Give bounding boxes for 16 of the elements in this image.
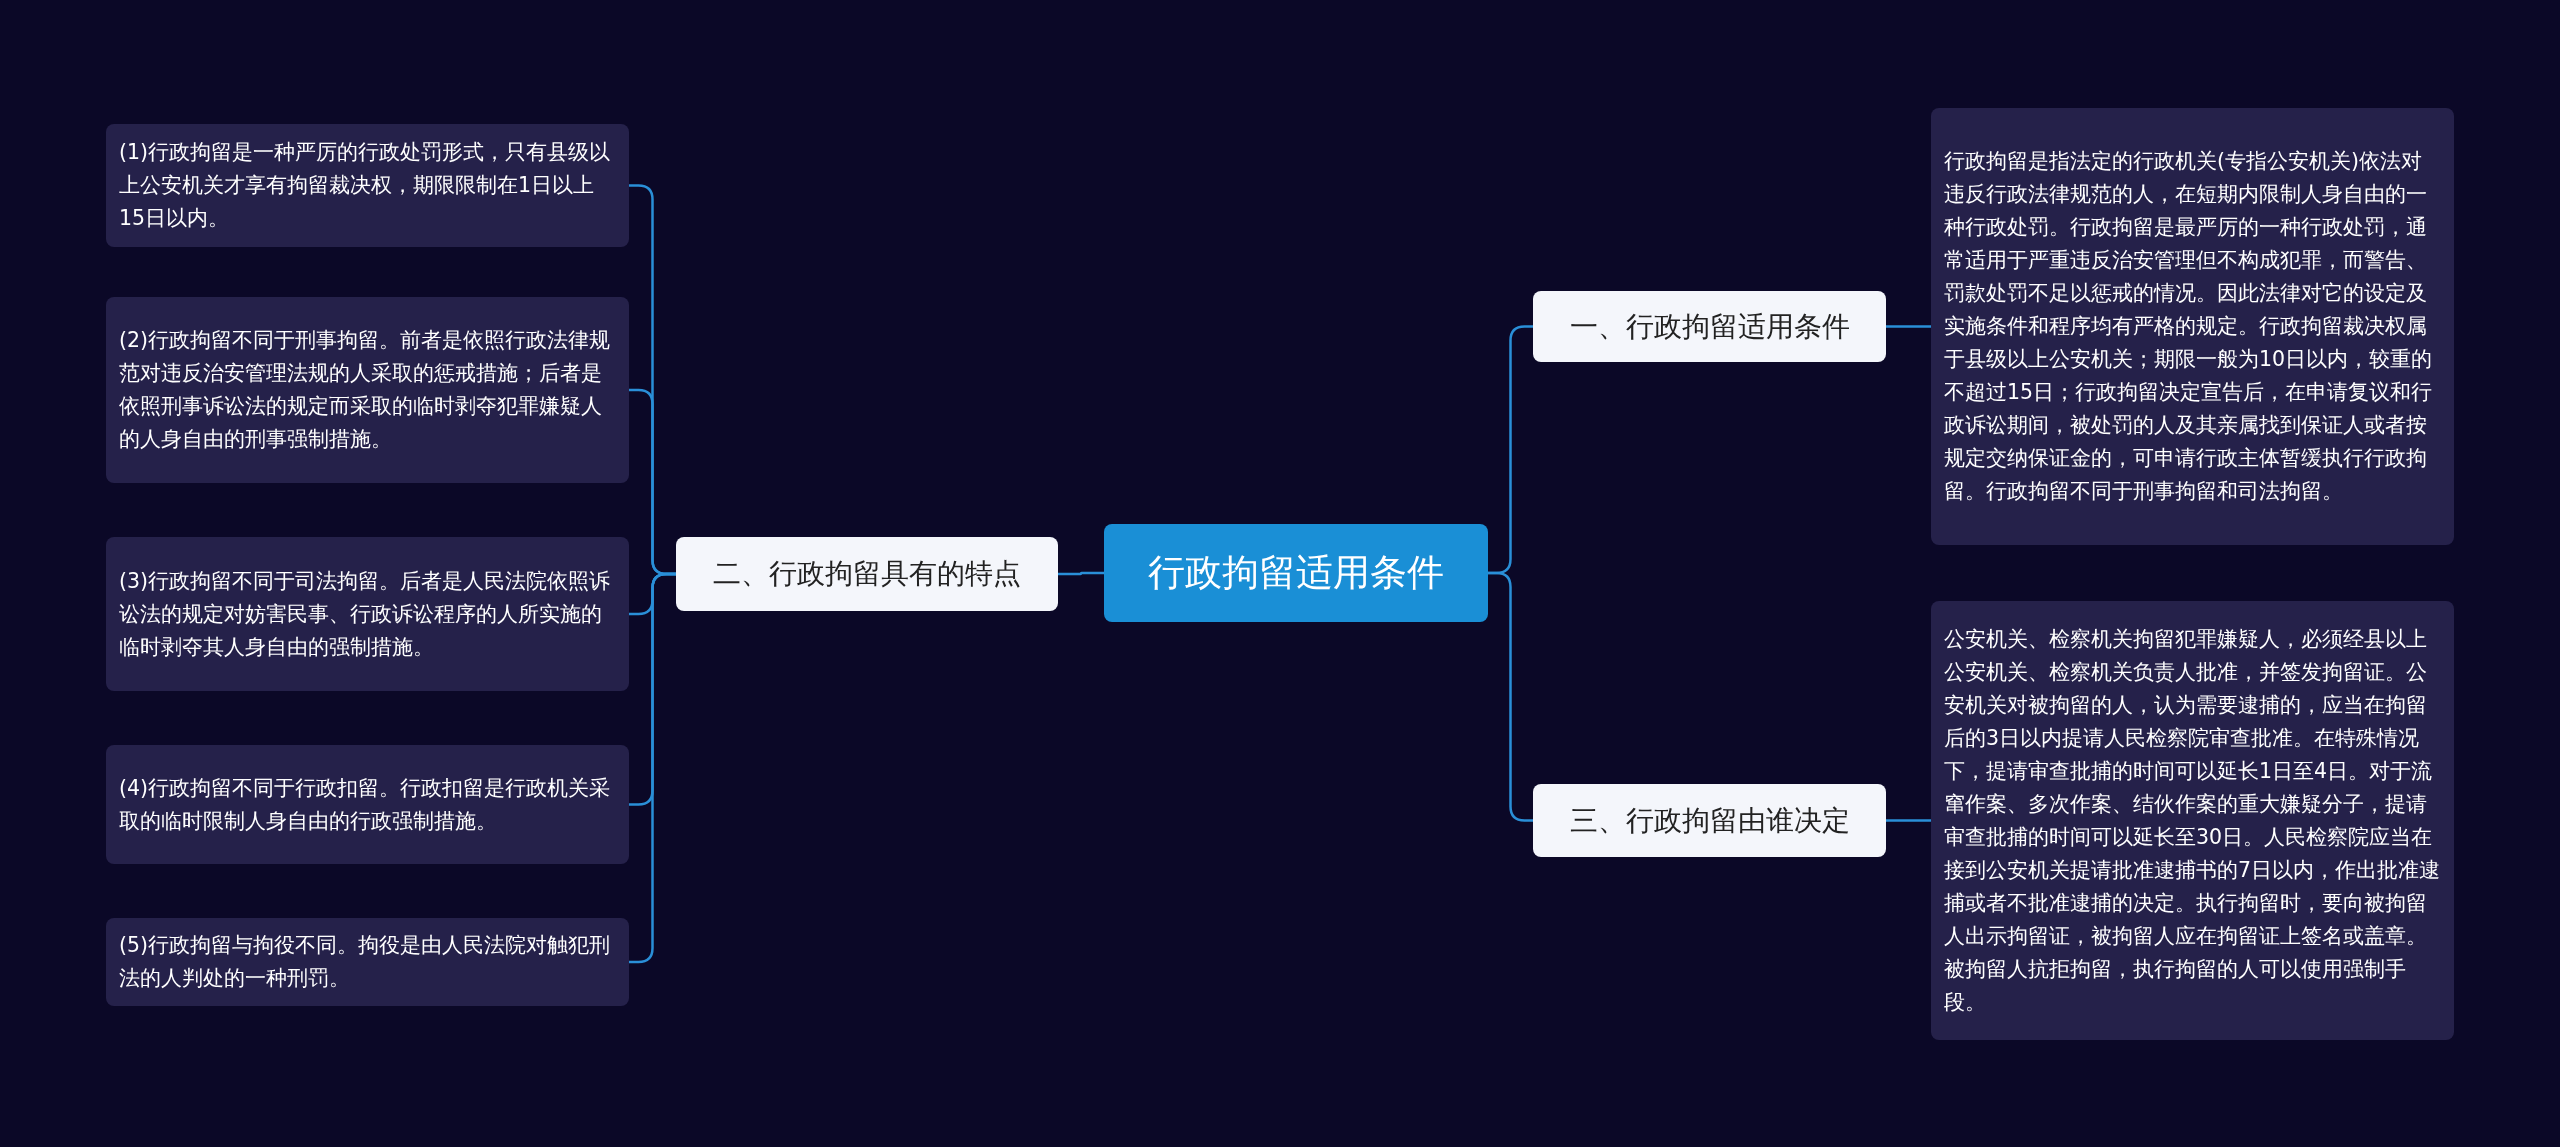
connector-line — [1886, 325, 1931, 328]
central-topic: 行政拘留适用条件 — [1104, 524, 1488, 622]
connector-line — [1058, 571, 1104, 576]
topic-box: 三、行政拘留由谁决定 — [1533, 784, 1886, 857]
connector-line — [1886, 819, 1931, 822]
note-box: (3)行政拘留不同于司法拘留。后者是人民法院依照诉讼法的规定对妨害民事、行政诉讼程序的人所实施的临时剥夺其人身自由的强制措施。 — [106, 537, 629, 691]
note-box: (1)行政拘留是一种严厉的行政处罚形式，只有县级以上公安机关才享有拘留裁决权，期限限制在1日以上15日以内。 — [106, 124, 629, 247]
connector-line — [629, 572, 676, 964]
topic-box: 二、行政拘留具有的特点 — [676, 537, 1058, 611]
note-box: 行政拘留是指法定的行政机关(专指公安机关)依法对违反行政法律规范的人，在短期内限制人身自由的一种行政处罚。行政拘留是最严厉的一种行政处罚，通常适用于严重违反治安管理但不构成犯罪，而警告、罚款处罚不足以惩戒的情况。因此法律对它的设定及实施条件和程序均有严格的规定。行政拘留裁决权属于县级以上公安机关；期限一般为10日以内，较重的不超过15日；行政拘留决定宣告后，在申请复议和行政诉讼期间，被处罚的人及其亲属找到保证人或者按规定交纳保证金的，可申请行政主体暂缓执行行政拘留。行政拘留不同于刑事拘留和司法拘留。 — [1931, 108, 2454, 545]
note-box: (5)行政拘留与拘役不同。拘役是由人民法院对触犯刑法的人判处的一种刑罚。 — [106, 918, 629, 1006]
topic-box: 一、行政拘留适用条件 — [1533, 291, 1886, 362]
note-box: 公安机关、检察机关拘留犯罪嫌疑人，必须经县以上公安机关、检察机关负责人批准，并签发拘留证。公安机关对被拘留的人，认为需要逮捕的，应当在拘留后的3日以内提请人民检察院审查批准。在特殊情况下，提请审查批捕的时间可以延长1日至4日。对于流窜作案、多次作案、结伙作案的重大嫌疑分子，提请审查批捕的时间可以延长至30日。人民检察院应当在接到公安机关提请批准逮捕书的7日以内，作出批准逮捕或者不批准逮捕的决定。执行拘留时，要向被拘留人出示拘留证，被拘留人应在拘留证上签名或盖章。被拘留人抗拒拘留，执行拘留的人可以使用强制手段。 — [1931, 601, 2454, 1040]
note-box: (4)行政拘留不同于行政扣留。行政扣留是行政机关采取的临时限制人身自由的行政强制措施。 — [106, 745, 629, 864]
note-box: (2)行政拘留不同于刑事拘留。前者是依照行政法律规范对违反治安管理法规的人采取的惩戒措施；后者是依照刑事诉讼法的规定而采取的临时剥夺犯罪嫌疑人的人身自由的刑事强制措施。 — [106, 297, 629, 483]
connector-line — [1488, 571, 1533, 822]
